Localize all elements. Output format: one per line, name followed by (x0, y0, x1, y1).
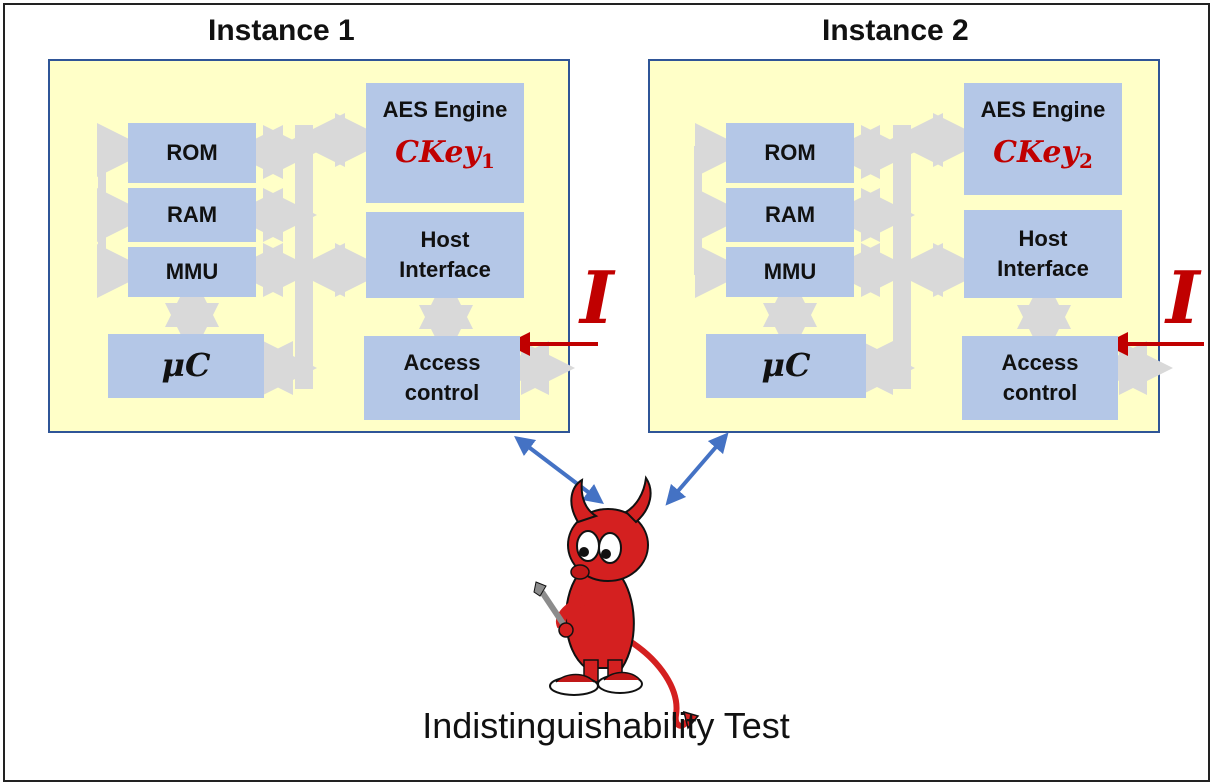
host-interface-line1: Host (420, 227, 470, 253)
instance-1-interconnect (97, 113, 575, 395)
input-symbol-2: I (1166, 255, 1200, 340)
system-bus (893, 125, 911, 389)
instance-1-rom: ROM (128, 123, 256, 183)
aes-engine-label: AES Engine (382, 97, 508, 122)
memory-bracket (694, 146, 722, 275)
access-control-line1: Access (1001, 350, 1079, 376)
chip-key-base: CKey (993, 134, 1079, 170)
input-symbol-1: I (580, 255, 614, 340)
rom-label: ROM (166, 140, 218, 166)
instance-1-aes-engine: AES Engine CKey1 (366, 83, 524, 203)
microcontroller-label: μC (761, 346, 811, 385)
instance-1-mmu: MMU (128, 247, 256, 297)
instance-2-title: Instance 2 (822, 14, 969, 47)
bsd-daemon-icon (533, 475, 700, 730)
host-interface-line2: Interface (399, 257, 491, 282)
instance-2-host-interface: Host Interface (964, 210, 1122, 298)
ram-label: RAM (764, 202, 816, 228)
host-interface-line1: Host (1018, 226, 1068, 252)
chip-key-label: CKey2 (993, 133, 1093, 175)
instance-2-mmu: MMU (726, 247, 854, 297)
aes-engine-label: AES Engine (980, 97, 1106, 122)
mmu-label: MMU (763, 259, 817, 285)
instance-1-microcontroller: μC (108, 334, 264, 398)
chip-key-subscript: 1 (480, 148, 495, 173)
instance-2-rom: ROM (726, 123, 854, 183)
instance-2-aes-engine: AES Engine CKey2 (964, 83, 1122, 195)
query-arrow-1 (514, 435, 604, 505)
chip-key-base: CKey (395, 134, 481, 170)
chip-key-subscript: 2 (1078, 148, 1093, 173)
instance-1-host-interface: Host Interface (366, 212, 524, 298)
memory-bracket (98, 146, 124, 275)
outer-frame (3, 3, 1210, 782)
system-bus (295, 125, 313, 389)
query-arrow-2 (665, 432, 729, 506)
instance-1-title: Instance 1 (208, 14, 355, 47)
chip-key-label: CKey1 (395, 133, 495, 175)
microcontroller-label: μC (161, 346, 211, 385)
access-control-line2: control (1002, 380, 1078, 405)
host-interface-line2: Interface (997, 256, 1089, 281)
rom-label: ROM (764, 140, 816, 166)
ram-label: RAM (166, 202, 218, 228)
instance-1-ram: RAM (128, 188, 256, 242)
test-caption: Indistinguishability Test (422, 705, 790, 746)
access-control-line1: Access (403, 350, 481, 376)
instance-1-access-control: Access control (364, 336, 520, 420)
instance-2-microcontroller: μC (706, 334, 866, 398)
instance-2-interconnect (694, 113, 1173, 395)
instance-2-ram: RAM (726, 188, 854, 242)
mmu-label: MMU (165, 259, 219, 285)
access-control-line2: control (404, 380, 480, 405)
instance-2-access-control: Access control (962, 336, 1118, 420)
